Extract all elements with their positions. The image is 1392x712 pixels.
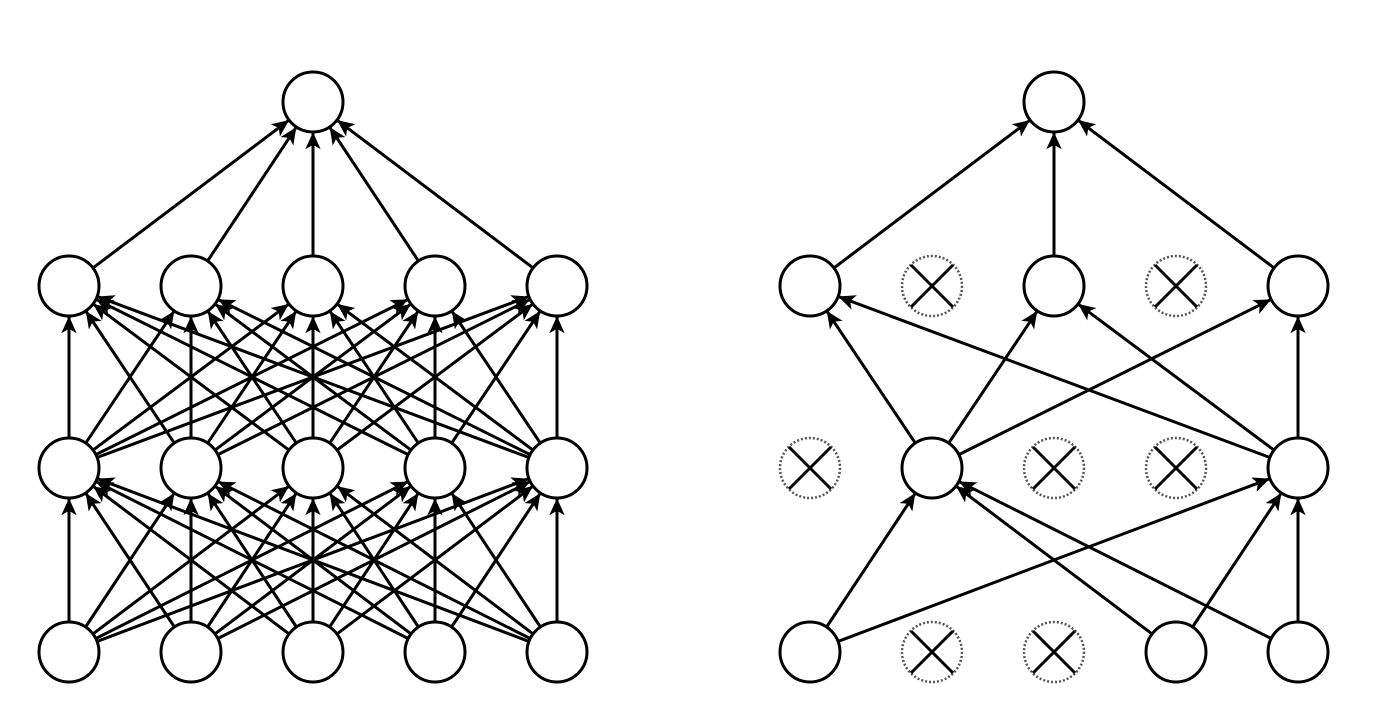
standard-net-node-l2-u4	[525, 254, 589, 318]
standard-net-node-l0-u2	[281, 620, 345, 684]
dropout-net-node-l2-u1-dropped	[900, 254, 964, 318]
dropout-net-node-l3-u0	[1022, 70, 1086, 134]
nodes	[37, 70, 1330, 684]
dropout-net-edge-l1u4-to-u0	[838, 295, 1271, 459]
standard-net-node-l0-u4	[525, 620, 589, 684]
edges	[61, 119, 1306, 643]
standard-net-edge-l1u2-to-u0	[92, 303, 290, 452]
standard-net-edge-l1u4-to-u1	[217, 298, 531, 456]
dropout-net-edge-l1u4-to-u2	[1077, 303, 1275, 452]
standard-net-edge-l0u4-to-u3	[450, 493, 542, 628]
standard-net-node-l0-u3	[403, 620, 467, 684]
dropout-cross-icon	[1031, 629, 1077, 675]
dropout-net-node-l1-u2-dropped	[1022, 436, 1086, 500]
dropout-net-node-l2-u4	[1266, 254, 1330, 318]
standard-net-node-l0-u0	[37, 620, 101, 684]
dropout-net-node-l0-u0	[778, 620, 842, 684]
dropout-net-edge-l0u4-to-u1	[958, 480, 1272, 640]
dropout-net-node-l1-u3-dropped	[1144, 436, 1208, 500]
standard-net-edge-l0u4-to-u0	[97, 477, 530, 643]
standard-net-node-l1-u4	[525, 436, 589, 500]
dropout-cross-icon	[787, 445, 833, 491]
standard-net-edge-l2u1-to-u0	[206, 127, 298, 262]
standard-net-node-l2-u2	[281, 254, 345, 318]
standard-net-edge-l0u2-to-u0	[92, 485, 290, 636]
standard-net-node-l3-u0	[281, 70, 345, 134]
dropout-net-node-l2-u2	[1022, 254, 1086, 318]
standard-net-node-l1-u3	[403, 436, 467, 500]
dropout-cross-icon	[1153, 263, 1199, 309]
dropout-net-node-l0-u3	[1144, 620, 1208, 684]
standard-net-edge-l0u4-to-u1	[217, 480, 531, 640]
dropout-net-edge-l1u1-to-u0	[826, 310, 917, 444]
dropout-cross-icon	[909, 629, 955, 675]
standard-net-node-l1-u1	[159, 436, 223, 500]
dropout-net-edge-l0u3-to-u1	[955, 485, 1153, 636]
dropout-net-node-l1-u0-dropped	[778, 436, 842, 500]
dropout-net-edge-l1u1-to-u4	[958, 298, 1272, 456]
standard-net-edge-l2u0-to-u0	[92, 119, 290, 270]
standard-net-node-l1-u2	[281, 436, 345, 500]
standard-net-edge-l1u4-to-u3	[451, 310, 542, 444]
standard-net-node-l1-u0	[37, 436, 101, 500]
dropout-net-edge-l1u1-to-u2	[947, 310, 1038, 444]
standard-net-node-l2-u3	[403, 254, 467, 318]
dropout-cross-icon	[1153, 445, 1199, 491]
standard-net-node-l0-u1	[159, 620, 223, 684]
standard-net-edge-l0u1-to-u0	[84, 493, 176, 628]
dropout-net-node-l2-u3-dropped	[1144, 254, 1208, 318]
standard-net-edge-l0u3-to-u0	[95, 480, 409, 640]
dropout-net-node-l0-u2-dropped	[1022, 620, 1086, 684]
dropout-net-node-l1-u4	[1266, 436, 1330, 500]
standard-net-edge-l1u4-to-u2	[336, 303, 534, 452]
dropout-net-node-l1-u1	[900, 436, 964, 500]
dropout-cross-icon	[1031, 445, 1077, 491]
dropout-net-node-l0-u1-dropped	[900, 620, 964, 684]
standard-net-node-l2-u1	[159, 254, 223, 318]
dropout-net-node-l0-u4	[1266, 620, 1330, 684]
dropout-net-edge-l2u4-to-u0	[1077, 119, 1275, 270]
standard-net-edge-l1u3-to-u0	[95, 298, 409, 456]
standard-net-edge-l1u1-to-u0	[85, 310, 176, 444]
standard-net-node-l2-u0	[37, 254, 101, 318]
standard-net-edge-l1u4-to-u0	[97, 295, 530, 459]
standard-net-edge-l2u4-to-u0	[336, 119, 534, 270]
dropout-cross-icon	[909, 263, 955, 309]
dropout-net-edge-l0u0-to-u1	[825, 493, 917, 628]
dropout-net-node-l2-u0	[778, 254, 842, 318]
standard-net-edge-l2u3-to-u0	[328, 127, 420, 262]
dropout-net-edge-l2u0-to-u0	[833, 119, 1031, 270]
standard-net-edge-l0u4-to-u2	[336, 485, 534, 636]
